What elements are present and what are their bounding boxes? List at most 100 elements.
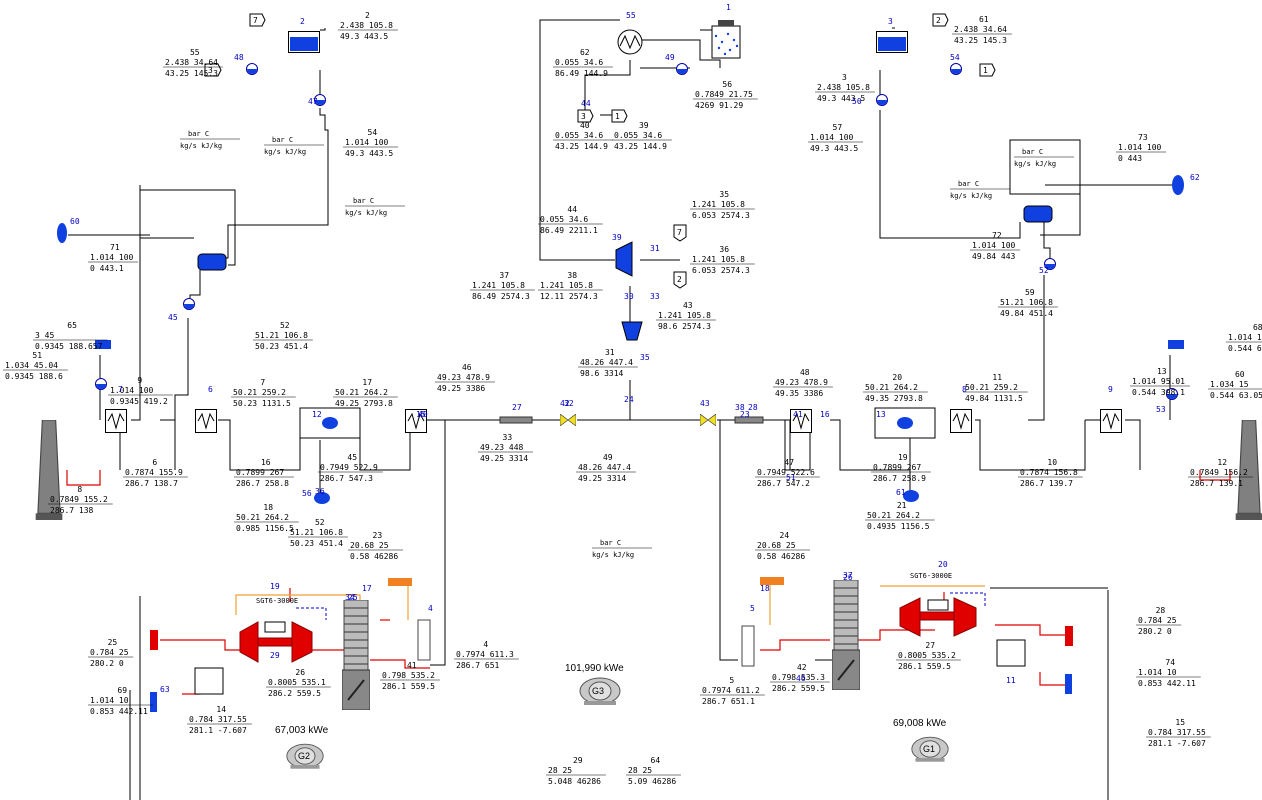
stream-line-2: 49.3 443.5 bbox=[810, 144, 858, 153]
evaporator-icon[interactable] bbox=[196, 410, 217, 433]
stream-line-1: 1.241 105.8 bbox=[692, 200, 745, 209]
right-deaerator-icon[interactable] bbox=[877, 32, 908, 53]
stream-label: 351.241 105.86.053 2574.3 bbox=[690, 190, 755, 220]
sink-55-icon bbox=[1172, 175, 1184, 195]
right-flash-tank-icon[interactable] bbox=[1024, 206, 1052, 222]
stream-label: 620.055 34.686.49 144.9 bbox=[553, 48, 613, 78]
stream-line-2: 0.544 398.1 bbox=[1132, 388, 1185, 397]
pump-46-icon[interactable] bbox=[877, 95, 888, 106]
stream-label: 390.055 34.643.25 144.9 bbox=[612, 121, 672, 151]
stream-line-2: 5.09 46286 bbox=[628, 777, 676, 786]
r-economizer-icon[interactable] bbox=[1101, 410, 1122, 433]
cid-label: 13 bbox=[876, 410, 886, 419]
air-filter-left-icon[interactable] bbox=[195, 668, 223, 694]
cid-label: 37 bbox=[843, 571, 853, 580]
stream-line-2: 49.25 2793.8 bbox=[335, 399, 393, 408]
fuel-heater-5-icon[interactable] bbox=[742, 626, 754, 666]
stream-line-2: 0.58 46286 bbox=[350, 552, 398, 561]
stream-label: 741.014 100.853 442.11 bbox=[1136, 658, 1201, 688]
stream-id: 10 bbox=[1047, 458, 1057, 467]
stream-label: 612.438 34.6443.25 145.3 bbox=[952, 15, 1012, 45]
stream-line-1: 0.8005 535.1 bbox=[268, 678, 326, 687]
valve-39-icon[interactable] bbox=[700, 414, 716, 426]
left-deaerator-icon[interactable] bbox=[289, 32, 320, 53]
cid-label: 40 bbox=[418, 410, 428, 419]
stream-line-1: 49.23 478.9 bbox=[437, 373, 490, 382]
stream-line-1: 50.21 264.2 bbox=[865, 383, 918, 392]
stream-line-1: 0.7874 156.8 bbox=[1020, 468, 1078, 477]
cid-label: 19 bbox=[270, 582, 280, 591]
stream-line-1: 1.014 100 bbox=[810, 133, 854, 142]
r-evaporator-icon[interactable] bbox=[951, 410, 972, 433]
stream-line-1: 2.438 34.64 bbox=[954, 25, 1007, 34]
stream-id: 35 bbox=[719, 190, 729, 199]
cid-label: 55 bbox=[626, 11, 636, 20]
stream-id: 29 bbox=[573, 756, 583, 765]
stream-line-2: 281.1 -7.607 bbox=[189, 726, 247, 735]
gas-turbine-right-icon[interactable] bbox=[900, 598, 976, 636]
pump-45-icon[interactable] bbox=[677, 64, 688, 75]
stream-id: 4 bbox=[483, 640, 488, 649]
stream-label: 131.014 95.010.544 398.1 bbox=[1130, 367, 1190, 397]
unit-bottom: kg/s kJ/kg bbox=[180, 142, 222, 150]
left-flash-tank-icon[interactable] bbox=[198, 254, 226, 270]
stream-label: 4948.26 447.449.25 3314 bbox=[576, 453, 636, 483]
stream-id: 13 bbox=[1157, 367, 1167, 376]
pump-44-icon[interactable] bbox=[247, 64, 258, 75]
cid-label: 50 bbox=[852, 97, 862, 106]
stream-label: 691.014 100.853 442.11 bbox=[88, 686, 153, 716]
stream-id: 69 bbox=[117, 686, 127, 695]
cid-label: 30 bbox=[624, 292, 634, 301]
stream-id: 24 bbox=[780, 531, 790, 540]
cid-label: 61 bbox=[896, 488, 906, 497]
cid-label: 33 bbox=[650, 292, 660, 301]
stream-line-2: 50.23 451.4 bbox=[255, 342, 308, 351]
stream-id: 60 bbox=[1235, 370, 1245, 379]
pump-50-icon[interactable] bbox=[951, 64, 962, 75]
stream-id: 52 bbox=[280, 321, 290, 330]
unit-top: bar C bbox=[188, 130, 209, 138]
lp-turbine-icon[interactable] bbox=[616, 242, 632, 276]
stream-line-2: 286.7 547.3 bbox=[320, 474, 373, 483]
stream-id: 43 bbox=[683, 301, 693, 310]
stream-label: 1750.21 264.249.25 2793.8 bbox=[333, 378, 398, 408]
cooling-tower-icon[interactable] bbox=[712, 20, 740, 58]
stream-line-2: 286.2 559.5 bbox=[772, 684, 825, 693]
stream-line-2: 0.853 442.11 bbox=[1138, 679, 1196, 688]
stream-id: 46 bbox=[462, 363, 472, 372]
stream-id: 65 bbox=[67, 321, 77, 330]
cid-label: 51 bbox=[786, 473, 796, 482]
stream-id: 73 bbox=[1138, 133, 1148, 142]
pump-51-icon[interactable] bbox=[96, 379, 107, 390]
stream-id: 15 bbox=[1175, 718, 1185, 727]
right-drum-water-icon bbox=[897, 417, 913, 429]
stream-id: 23 bbox=[373, 531, 383, 540]
air-filter-right-icon[interactable] bbox=[997, 640, 1025, 666]
gt-name-left: SGT6-3000E bbox=[256, 597, 298, 605]
stream-line-1: 28 25 bbox=[628, 766, 652, 775]
stream-line-2: 281.1 -7.607 bbox=[1148, 739, 1206, 748]
pump-41-icon[interactable] bbox=[184, 299, 195, 310]
economizer-icon[interactable] bbox=[106, 410, 127, 433]
stream-line-2: 86.49 2574.3 bbox=[472, 292, 530, 301]
cid-label: 45 bbox=[168, 313, 178, 322]
stream-id: 16 bbox=[261, 458, 271, 467]
stream-line-1: 1.014 15 bbox=[1228, 333, 1262, 342]
stream-line-2: 286.7 139.7 bbox=[1020, 479, 1073, 488]
unit-bottom: kg/s kJ/kg bbox=[592, 551, 634, 559]
stream-line-1: 0.784 317.55 bbox=[1148, 728, 1206, 737]
generator-label-g2: G2 bbox=[298, 751, 310, 761]
stream-label: 3349.23 44849.25 3314 bbox=[478, 433, 533, 463]
stream-line-2: 4269 91.29 bbox=[695, 101, 743, 110]
valve-38-icon[interactable] bbox=[560, 414, 576, 426]
unit-top: bar C bbox=[272, 136, 293, 144]
stream-id: 51 bbox=[32, 351, 42, 360]
stream-line-2: 0.9345 188.657 bbox=[35, 342, 103, 351]
stream-label: 260.8005 535.1286.2 559.5 bbox=[266, 668, 331, 698]
hp-turbine-icon[interactable] bbox=[622, 322, 642, 340]
fuel-heater-4-icon[interactable] bbox=[418, 620, 430, 660]
